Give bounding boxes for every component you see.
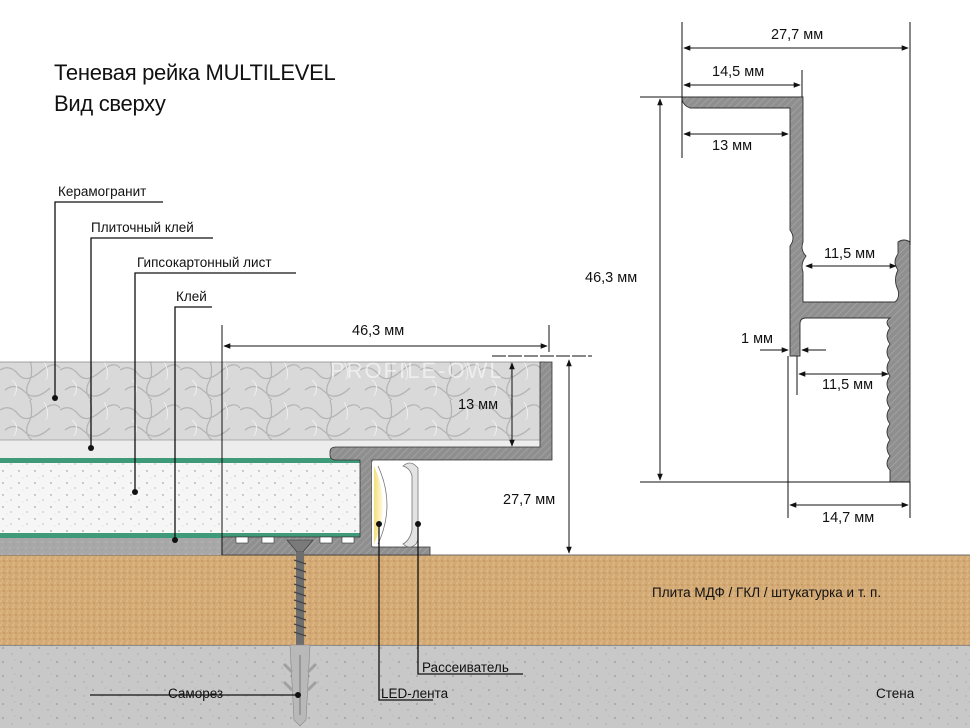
- diffuser-shape: [402, 462, 419, 548]
- watermark: PROFILE-OWL: [330, 358, 504, 383]
- callout-ceramic: Керамогранит: [58, 184, 147, 199]
- glue-layer: [0, 538, 222, 555]
- wall-layer: [0, 645, 970, 728]
- dim-base-width: 14,7 мм: [822, 510, 875, 526]
- dim-left-tile-depth: 13 мм: [458, 397, 499, 413]
- dim-lower-channel: 11,5 мм: [822, 377, 874, 393]
- dim-inner-flange: 13 мм: [712, 138, 753, 154]
- diagram-title: Теневая рейка MULTILEVEL: [54, 60, 336, 85]
- wall-label: Стена: [876, 686, 915, 701]
- callout-diffuser: Рассеиватель: [422, 660, 509, 675]
- profile-drawing: [681, 96, 911, 483]
- dim-total-width: 27,7 мм: [771, 27, 824, 43]
- dim-top-flange: 14,5 мм: [712, 64, 765, 80]
- dim-left-height: 27,7 мм: [503, 492, 556, 508]
- diagram-subtitle: Вид сверху: [54, 91, 166, 116]
- substrate-label: Плита МДФ / ГКЛ / штукатурка и т. п.: [652, 585, 882, 600]
- callout-screw: Саморез: [168, 686, 224, 701]
- callout-led: LED-лента: [381, 686, 449, 701]
- dim-total-height: 46,3 мм: [585, 270, 638, 286]
- dim-left-width: 46,3 мм: [352, 323, 405, 339]
- callout-tile-glue: Плиточный клей: [91, 220, 194, 235]
- callout-glue: Клей: [176, 289, 207, 304]
- substrate-layer: [0, 555, 970, 645]
- screw-and-dowel: [282, 539, 318, 727]
- dim-upper-channel: 11,5 мм: [824, 246, 876, 262]
- drywall-layer: [0, 458, 360, 538]
- dim-wall-thickness: 1 мм: [741, 331, 774, 347]
- profile-cross-section: [221, 361, 553, 556]
- callout-lines: [54, 201, 523, 701]
- callout-drywall: Гипсокартонный лист: [137, 255, 272, 270]
